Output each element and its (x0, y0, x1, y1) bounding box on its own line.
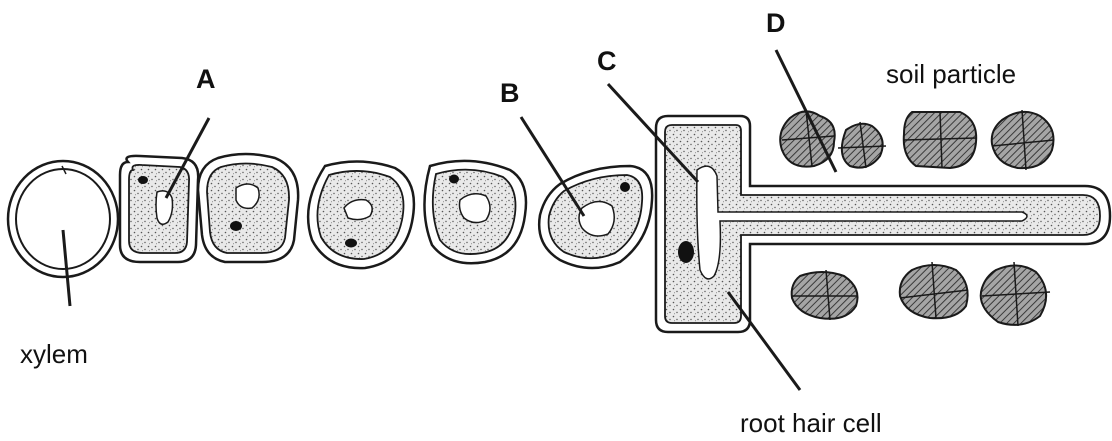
soil-particle-5 (792, 270, 858, 320)
label-root-hair-cell: root hair cell (740, 408, 882, 438)
label-b: B (500, 78, 520, 108)
label-xylem: xylem (20, 339, 88, 369)
soil-particle-3 (904, 112, 976, 168)
label-soil-particle: soil particle (886, 59, 1016, 89)
cortex-cell-5 (539, 166, 652, 268)
cortex-cell-2 (198, 154, 298, 262)
soil-particle-4 (992, 110, 1054, 170)
label-c: C (597, 46, 617, 76)
soil-particle-2 (838, 122, 886, 168)
label-d: D (766, 8, 786, 38)
soil-particle-1 (780, 110, 835, 167)
leader-line-root-hair-cell (728, 292, 800, 390)
xylem-vessel (8, 161, 118, 277)
soil-particle-7 (981, 262, 1050, 326)
soil-particle-6 (900, 262, 968, 318)
cortex-cell-1 (120, 156, 198, 262)
cortex-cell-4 (424, 161, 526, 263)
label-a: A (196, 64, 216, 94)
cortex-cell-3 (308, 161, 414, 268)
